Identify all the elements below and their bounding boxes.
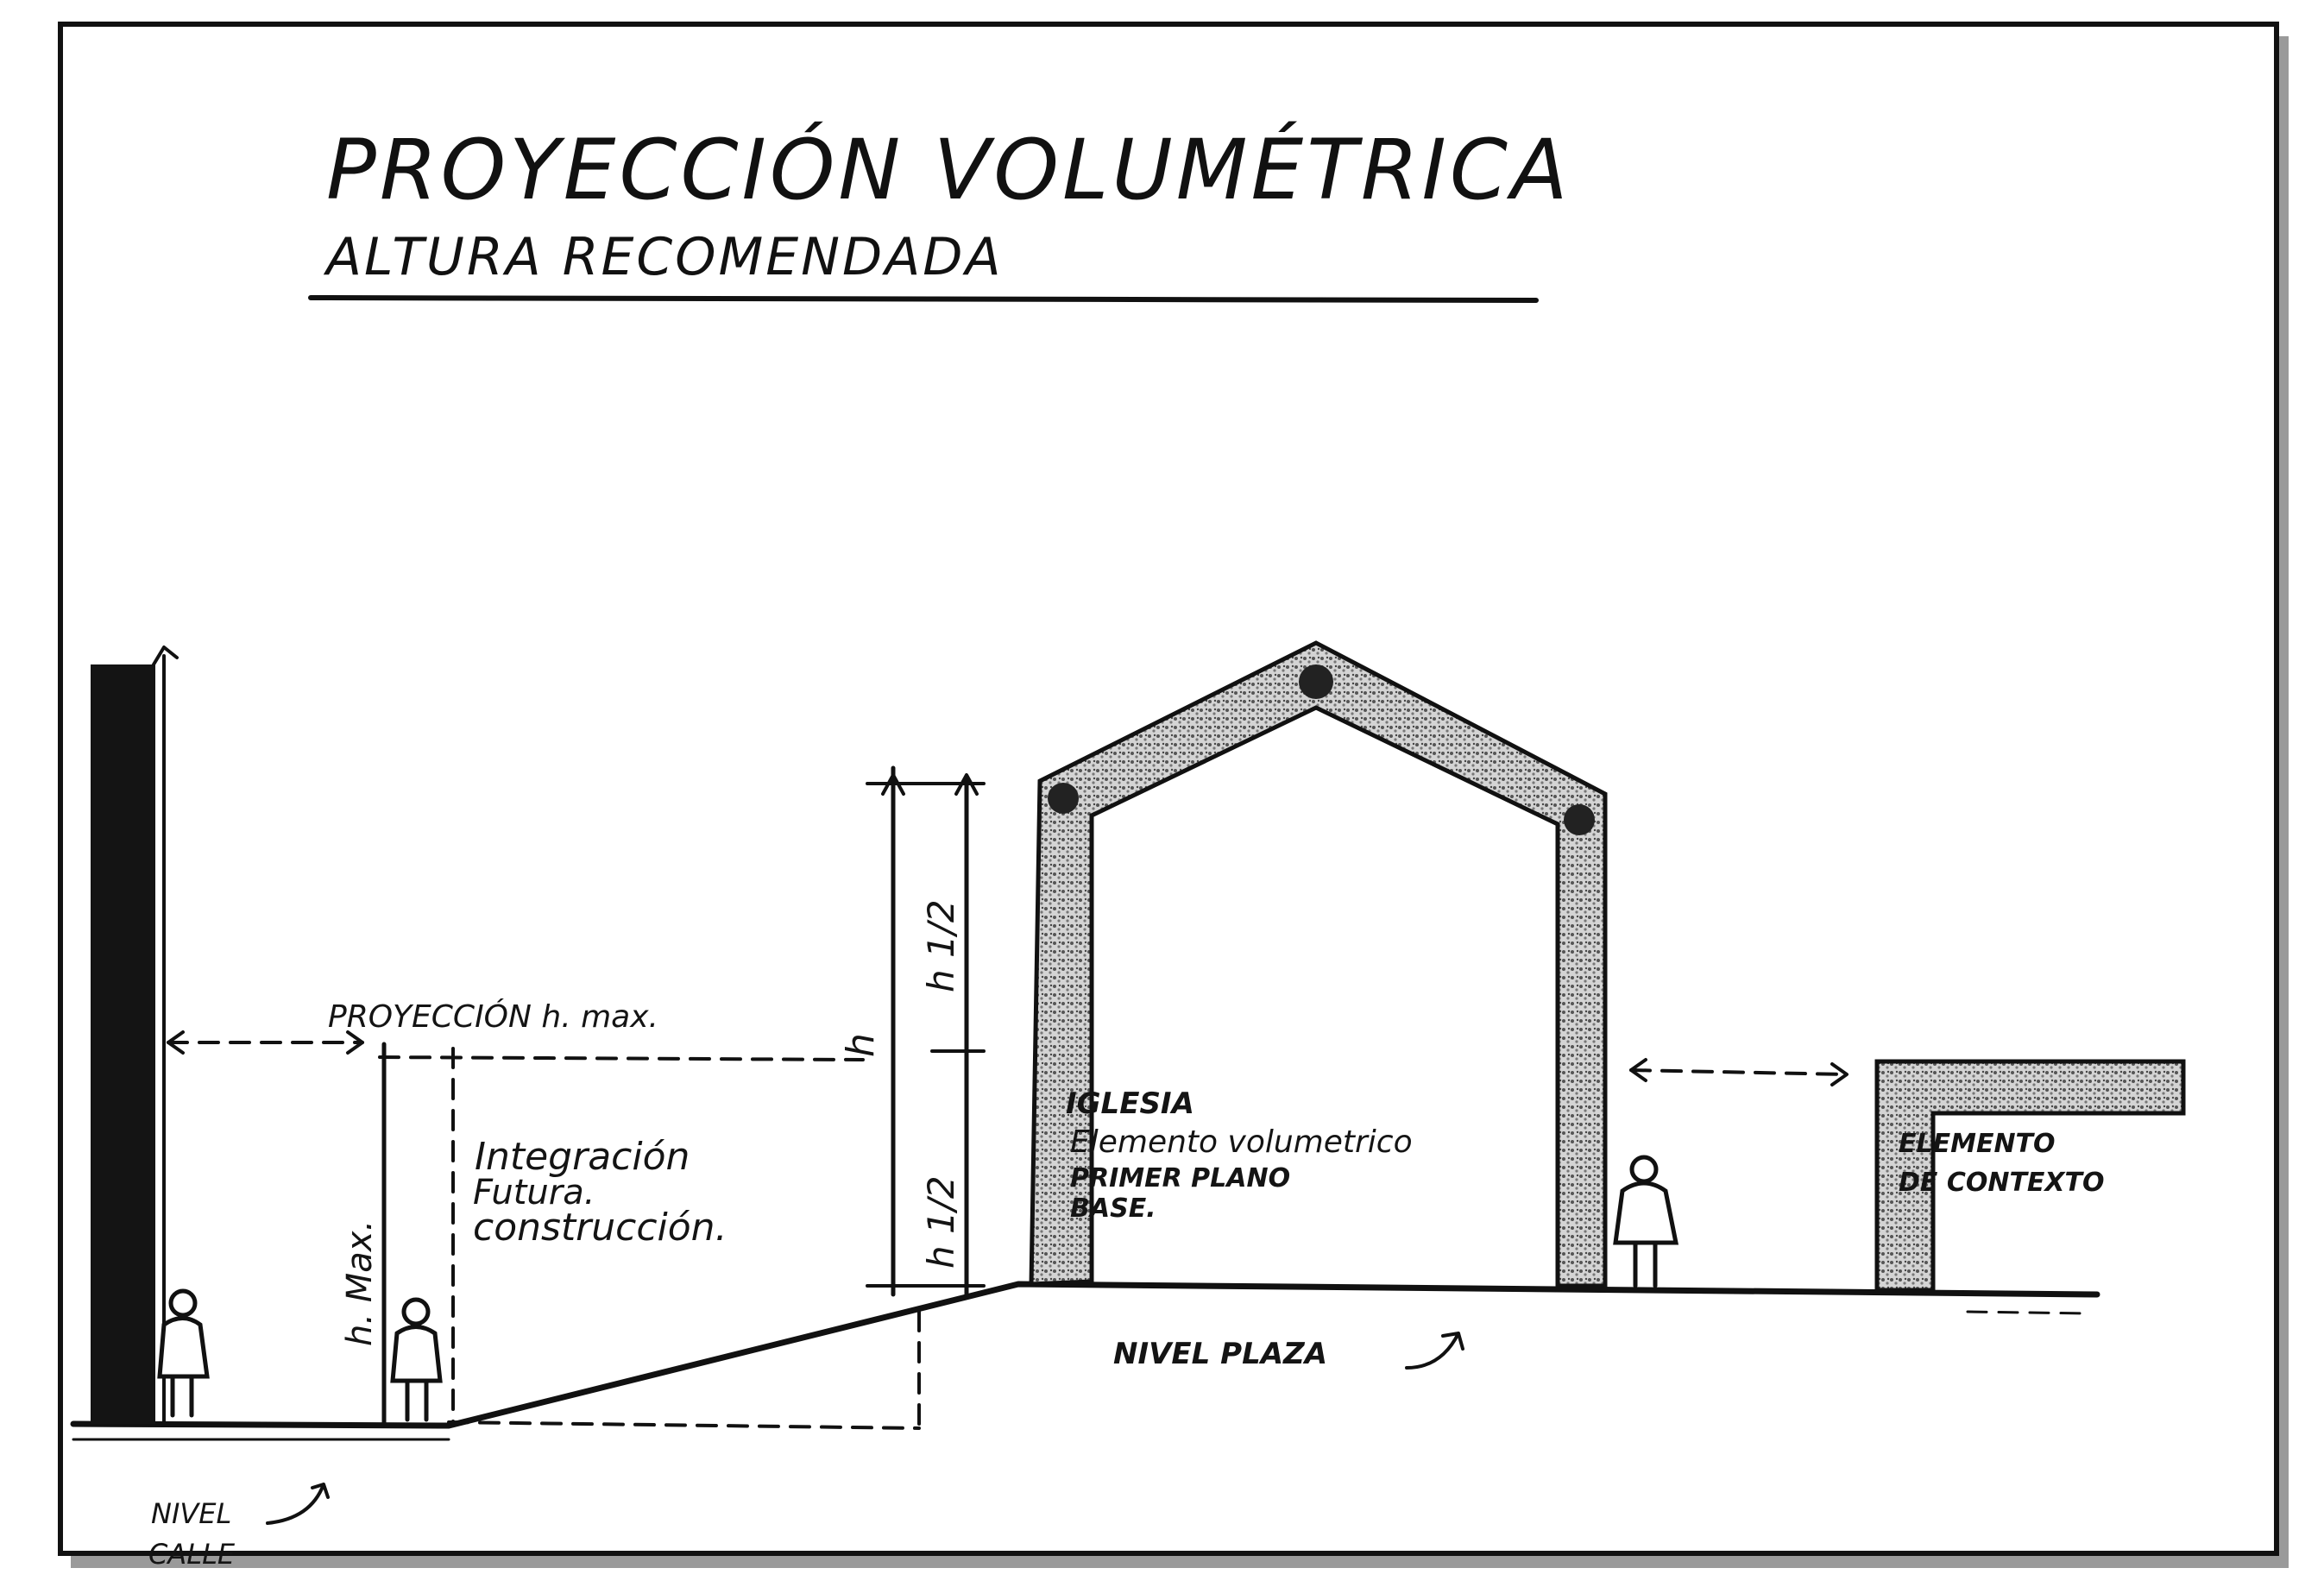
person-middle <box>390 1297 443 1422</box>
h-label: h <box>839 1033 883 1057</box>
h-dimensions: h h 1/2 h 1/2 <box>839 765 986 1297</box>
ground-profile <box>70 1281 2100 1441</box>
sheet-frame <box>58 22 2289 1568</box>
h-max-dimension: h. Max. <box>340 1042 455 1426</box>
iglesia-line-1: IGLESIA <box>1066 1086 1194 1121</box>
person-figures <box>157 1155 1679 1422</box>
h-half-upper-label: h 1/2 <box>920 899 962 992</box>
integracion-line-1: Integración <box>475 1135 690 1179</box>
iglesia-line-4: BASE. <box>1070 1193 1156 1224</box>
integracion-line-2: Futura. <box>473 1173 595 1212</box>
diagram-title: PROYECCIÓN VOLUMÉTRICA <box>326 121 1571 218</box>
diagram-subtitle: ALTURA RECOMENDADA <box>323 227 1004 287</box>
iglesia-line-2: Elemento volumetrico <box>1070 1124 1413 1160</box>
contexto-line-2: DE CONTEXTO <box>1899 1168 2105 1198</box>
adjacent-tall-building <box>91 646 179 1426</box>
level-labels: NIVEL PLAZA NIVEL CALLE <box>148 1332 1464 1571</box>
subtitle-underline <box>308 295 1539 303</box>
title-block: PROYECCIÓN VOLUMÉTRICA ALTURA RECOMENDAD… <box>308 121 1571 303</box>
proyeccion-h-max-label: PROYECCIÓN h. max. <box>328 998 658 1035</box>
iglesia-volume: IGLESIA Elemento volumetrico PRIMER PLAN… <box>1029 640 1608 1288</box>
contexto-line-1: ELEMENTO <box>1899 1129 2056 1159</box>
integracion-note: Integración Futura. construcción. <box>473 1135 727 1250</box>
iglesia-line-3: PRIMER PLANO <box>1070 1163 1290 1193</box>
integracion-line-3: construcción. <box>473 1206 727 1250</box>
person-left <box>157 1288 210 1418</box>
nivel-calle-line-2: CALLE <box>148 1538 236 1571</box>
context-distance-arrow <box>1629 1058 1848 1086</box>
elemento-de-contexto: ELEMENTO DE CONTEXTO <box>1874 1059 2186 1293</box>
projection-h-max: PROYECCIÓN h. max. <box>167 998 865 1061</box>
nivel-plaza-label: NIVEL PLAZA <box>1113 1337 1327 1371</box>
person-right <box>1613 1155 1679 1288</box>
h-max-label: h. Max. <box>340 1220 380 1346</box>
h-half-lower-label: h 1/2 <box>920 1175 962 1269</box>
nivel-calle-line-1: NIVEL <box>151 1497 231 1530</box>
